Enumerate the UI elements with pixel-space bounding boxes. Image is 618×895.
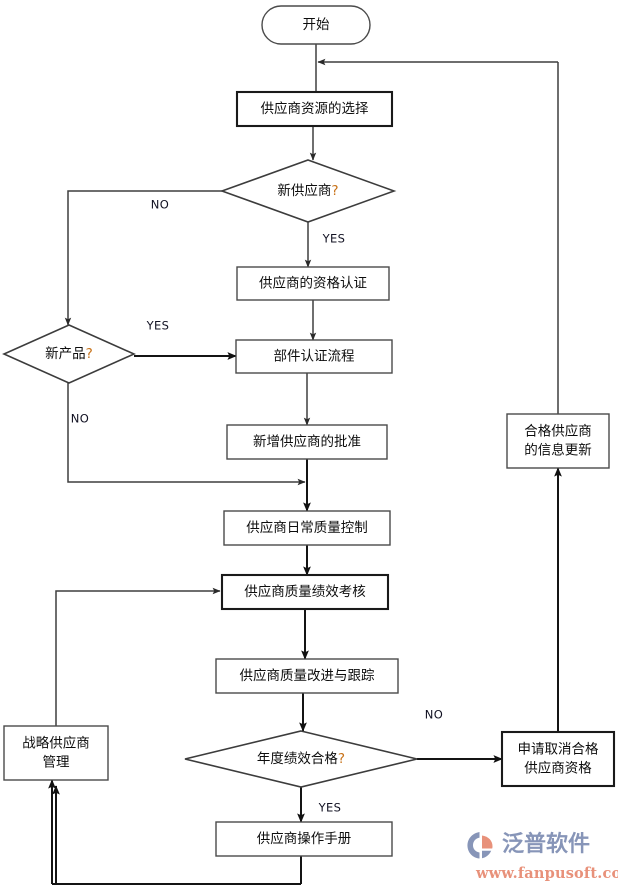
node-label-manual: 供应商操作手册 [257, 830, 352, 847]
node-label-select: 供应商资源的选择 [261, 100, 369, 117]
edge-label-lbl-no-1: NO [151, 198, 169, 212]
node-perfeval[interactable]: 供应商质量绩效考核 [220, 573, 390, 611]
edge-labels-layer: YES NO YES NO YES NO [71, 198, 443, 815]
node-label-annualok: 年度绩效合格? [257, 751, 345, 767]
node-manual[interactable]: 供应商操作手册 [215, 821, 393, 857]
edge-isnewsup-to-isnewprod [64, 190, 222, 326]
node-shape-rect [506, 413, 610, 469]
edge-label-lbl-yes-3: YES [318, 801, 342, 815]
node-label-dailyqc: 供应商日常质量控制 [246, 519, 368, 536]
node-shape-rect [3, 725, 109, 781]
node-shape-rect [215, 658, 399, 694]
node-label-start: 开始 [303, 17, 330, 33]
node-partcert[interactable]: 部件认证流程 [235, 339, 393, 374]
edges-layer [52, 44, 562, 885]
node-select[interactable]: 供应商资源的选择 [235, 90, 394, 128]
edge-label-lbl-no-2: NO [71, 412, 89, 426]
node-label-strategic: 战略供应商 [22, 735, 90, 752]
node-approve[interactable]: 新增供应商的批准 [226, 424, 388, 460]
node-label-isnewprod: 新产品? [45, 346, 93, 362]
node-label-partcert: 部件认证流程 [274, 349, 355, 365]
edge-isnewprod-to-mainline [67, 383, 306, 486]
node-shape-rect [235, 90, 394, 128]
node-start[interactable]: 开始 [261, 5, 371, 45]
node-label-strategic: 管理 [43, 755, 70, 771]
node-label-revoke: 供应商资格 [524, 760, 592, 777]
node-shape-rect [223, 510, 391, 546]
node-qualify[interactable]: 供应商的资格认证 [236, 266, 390, 301]
edge-label-lbl-yes-2: YES [146, 319, 170, 333]
edge-label-lbl-no-3: NO [425, 708, 443, 722]
node-shape-rect [235, 339, 393, 374]
edge-manual-to-strategic [52, 780, 302, 885]
node-label-isnewsup: 新供应商? [277, 182, 338, 199]
edge-strategic-to-perfeval [55, 587, 221, 726]
node-isnewsup[interactable]: 新供应商? [219, 159, 397, 223]
node-dailyqc[interactable]: 供应商日常质量控制 [223, 510, 391, 546]
node-shape-rect [226, 424, 388, 460]
node-isnewprod[interactable]: 新产品? [2, 324, 136, 384]
node-label-qualify: 供应商的资格认证 [259, 275, 367, 292]
node-label-improve: 供应商质量改进与跟踪 [240, 667, 375, 684]
edge-label-lbl-yes-1: YES [322, 232, 346, 246]
node-shape-diamond [2, 324, 136, 384]
node-shape-rect [220, 573, 390, 611]
node-shape-rect [500, 730, 616, 788]
node-label-perfeval: 供应商质量绩效考核 [244, 583, 366, 600]
node-label-approve: 新增供应商的批准 [253, 433, 361, 450]
node-label-infoupdate: 合格供应商 [524, 423, 592, 440]
node-improve[interactable]: 供应商质量改进与跟踪 [215, 658, 399, 694]
node-label-revoke: 申请取消合格 [518, 742, 599, 758]
node-shape-stadium [261, 5, 371, 45]
node-shape-diamond [219, 159, 397, 223]
node-label-infoupdate: 的信息更新 [524, 442, 592, 459]
node-shape-rect [236, 266, 390, 301]
node-shape-diamond [184, 730, 418, 788]
node-annualok[interactable]: 年度绩效合格? [184, 730, 418, 788]
node-shape-rect [215, 821, 393, 857]
